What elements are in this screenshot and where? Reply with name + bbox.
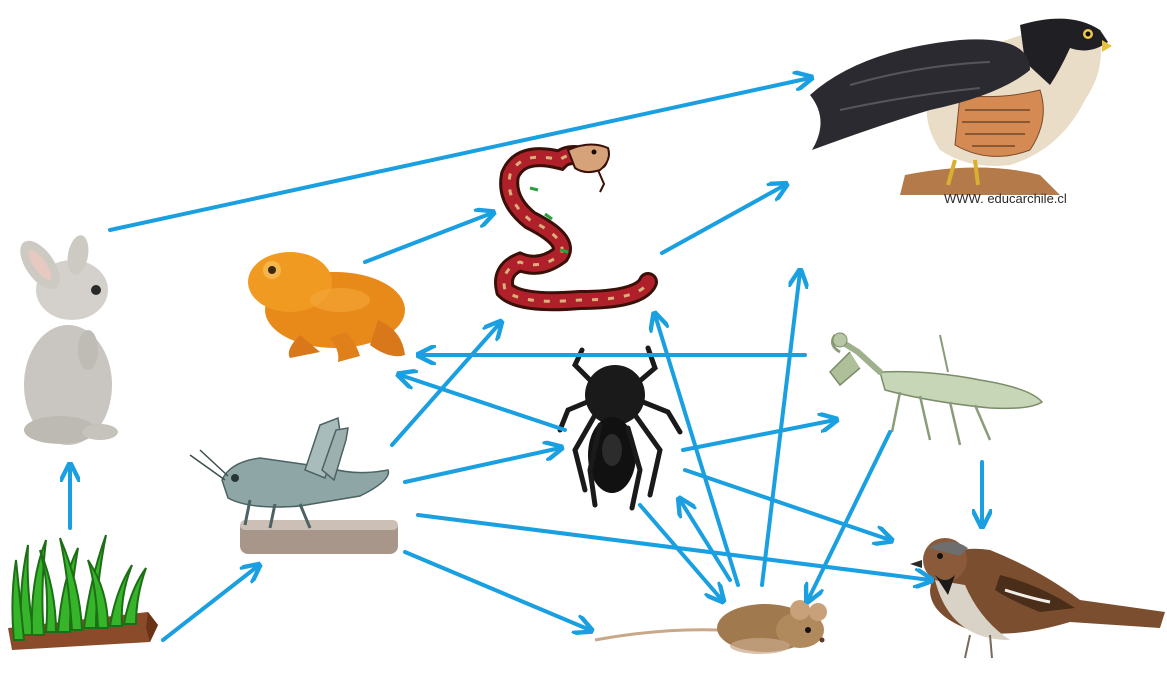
- grasshopper-icon: [190, 418, 398, 554]
- credit-text: WWW. educarchile.cl: [944, 191, 1067, 206]
- mantis-icon: [830, 333, 1042, 445]
- arrow-grass-to-grasshopper: [163, 566, 258, 640]
- arrow-spider-to-sparrow: [685, 470, 890, 540]
- arrow-spider-to-mantis: [683, 420, 835, 450]
- sparrow-icon: [910, 538, 1165, 658]
- rabbit-icon: [12, 234, 118, 445]
- arrow-toad-to-snake: [365, 213, 492, 262]
- toad-icon: [248, 252, 405, 362]
- arrow-snake-to-falcon: [662, 185, 785, 253]
- grass-icon: [8, 535, 158, 650]
- arrow-spider-to-toad: [400, 375, 565, 430]
- falcon-icon: [810, 19, 1112, 195]
- snake-icon: [504, 144, 648, 301]
- arrow-grasshopper-to-snake: [392, 323, 500, 445]
- arrow-grasshopper-to-mouse: [405, 552, 590, 630]
- arrow-grasshopper-to-spider: [405, 448, 560, 482]
- mouse-icon: [595, 600, 827, 654]
- arrow-grasshopper-to-sparrow: [418, 515, 930, 580]
- spider-icon: [560, 348, 680, 508]
- arrow-rabbit-to-falcon: [110, 78, 810, 230]
